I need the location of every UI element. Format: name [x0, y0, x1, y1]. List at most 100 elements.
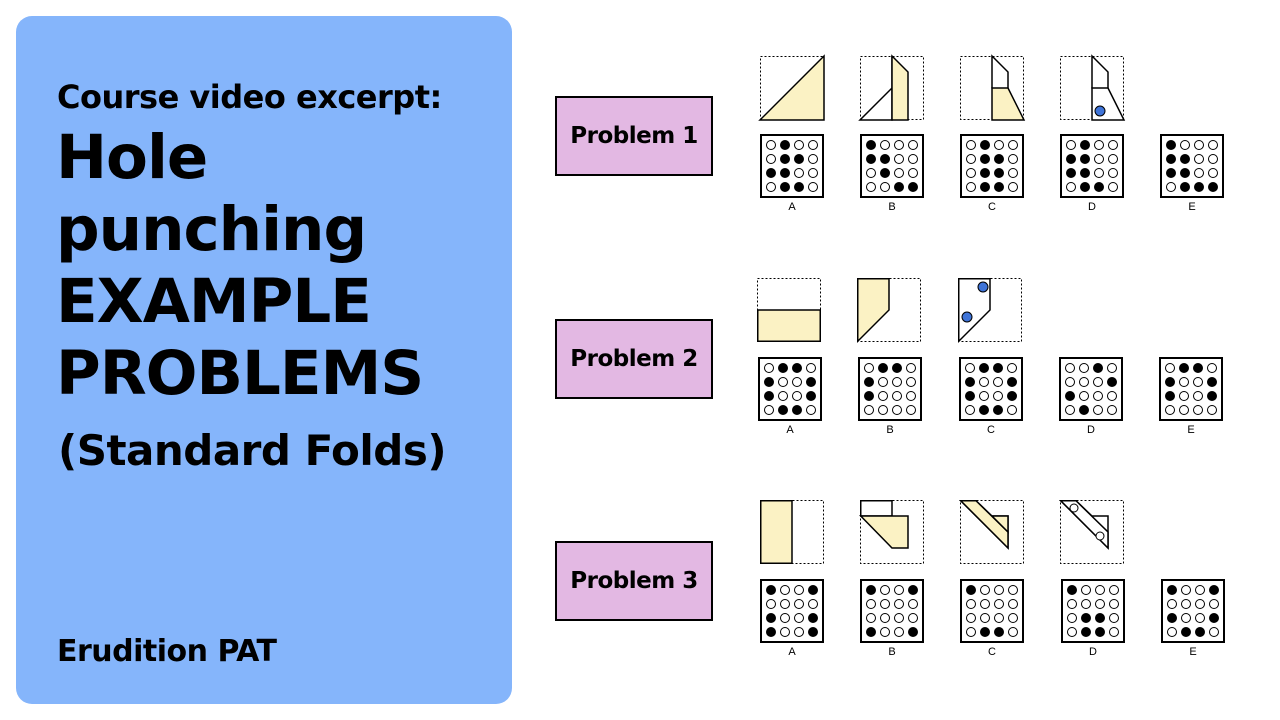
option-letter: A — [788, 646, 796, 658]
punched-hole — [792, 363, 802, 373]
punched-hole — [994, 168, 1004, 178]
punched-hole — [1095, 613, 1105, 623]
empty-hole — [1109, 613, 1119, 623]
empty-hole — [864, 405, 874, 415]
punched-hole — [966, 585, 976, 595]
empty-hole — [794, 599, 804, 609]
empty-hole — [866, 168, 876, 178]
empty-hole — [1108, 154, 1118, 164]
empty-hole — [1193, 391, 1203, 401]
punched-hole — [1007, 377, 1017, 387]
empty-hole — [1181, 585, 1191, 595]
empty-hole — [1109, 585, 1119, 595]
problem-3-fold-step-4 — [1058, 500, 1124, 564]
empty-hole — [1108, 168, 1118, 178]
problem-3-fold-step-3 — [958, 500, 1024, 564]
problem-2-option-c[interactable] — [959, 357, 1023, 421]
title-panel: Course video excerpt: Hole punching EXAM… — [16, 16, 512, 704]
problem-1-option-e[interactable] — [1160, 134, 1224, 198]
punched-hole — [1079, 405, 1089, 415]
empty-hole — [906, 377, 916, 387]
empty-hole — [966, 154, 976, 164]
empty-hole — [966, 599, 976, 609]
problem-2-fold-step-3 — [958, 278, 1022, 344]
empty-hole — [1093, 377, 1103, 387]
problem-2-option-b[interactable] — [858, 357, 922, 421]
problem-3-fold-step-1 — [760, 500, 824, 564]
punched-hole — [806, 391, 816, 401]
punched-hole — [980, 154, 990, 164]
punched-hole — [1209, 613, 1219, 623]
problem-2-option-d[interactable] — [1059, 357, 1123, 421]
empty-hole — [980, 613, 990, 623]
punched-hole — [1207, 377, 1217, 387]
problem-1-option-c[interactable] — [960, 134, 1024, 198]
empty-hole — [878, 391, 888, 401]
empty-hole — [808, 140, 818, 150]
empty-hole — [908, 140, 918, 150]
empty-hole — [1208, 140, 1218, 150]
empty-hole — [1165, 363, 1175, 373]
punched-hole — [1208, 182, 1218, 192]
punched-hole — [1180, 182, 1190, 192]
empty-hole — [1008, 599, 1018, 609]
empty-hole — [1093, 391, 1103, 401]
punched-hole — [1195, 627, 1205, 637]
punched-hole — [794, 154, 804, 164]
option-letter: B — [888, 201, 896, 213]
punched-hole — [980, 168, 990, 178]
empty-hole — [994, 140, 1004, 150]
punched-hole — [778, 363, 788, 373]
empty-hole — [894, 627, 904, 637]
problem-2-option-e[interactable] — [1159, 357, 1223, 421]
empty-hole — [1167, 627, 1177, 637]
punched-hole — [1166, 168, 1176, 178]
problem-3-option-c[interactable] — [960, 579, 1024, 643]
empty-hole — [908, 599, 918, 609]
punched-hole — [1066, 154, 1076, 164]
empty-hole — [892, 377, 902, 387]
punched-hole — [1080, 168, 1090, 178]
empty-hole — [1108, 182, 1118, 192]
problem-2-option-a[interactable] — [758, 357, 822, 421]
punched-hole — [808, 613, 818, 623]
problem-3-option-d[interactable] — [1061, 579, 1125, 643]
option-letter: A — [788, 201, 796, 213]
empty-hole — [1194, 140, 1204, 150]
problem-1-option-b[interactable] — [860, 134, 924, 198]
empty-hole — [1179, 391, 1189, 401]
empty-hole — [866, 599, 876, 609]
empty-hole — [880, 182, 890, 192]
punched-hole — [764, 377, 774, 387]
punched-hole — [1081, 627, 1091, 637]
empty-hole — [1195, 613, 1205, 623]
problem-3-option-e[interactable] — [1161, 579, 1225, 643]
empty-hole — [1108, 140, 1118, 150]
punched-hole — [766, 627, 776, 637]
empty-hole — [1181, 599, 1191, 609]
option-letter: D — [1087, 424, 1095, 436]
punched-hole — [766, 585, 776, 595]
empty-hole — [780, 585, 790, 595]
empty-hole — [1166, 182, 1176, 192]
problem-1-option-d[interactable] — [1060, 134, 1124, 198]
punched-hole — [979, 405, 989, 415]
punched-hole — [1180, 168, 1190, 178]
empty-hole — [994, 585, 1004, 595]
problem-1-option-a[interactable] — [760, 134, 824, 198]
option-letter: A — [786, 424, 794, 436]
empty-hole — [908, 613, 918, 623]
punched-hole — [1081, 613, 1091, 623]
problem-3-option-a[interactable] — [760, 579, 824, 643]
empty-hole — [1008, 613, 1018, 623]
punched-hole — [965, 391, 975, 401]
problem-3-option-b[interactable] — [860, 579, 924, 643]
punched-hole — [894, 182, 904, 192]
empty-hole — [994, 613, 1004, 623]
empty-hole — [1065, 405, 1075, 415]
punched-hole — [878, 363, 888, 373]
option-letter: E — [1188, 201, 1196, 213]
empty-hole — [1008, 140, 1018, 150]
problem-2-label: Problem 2 — [555, 319, 713, 399]
empty-hole — [892, 405, 902, 415]
